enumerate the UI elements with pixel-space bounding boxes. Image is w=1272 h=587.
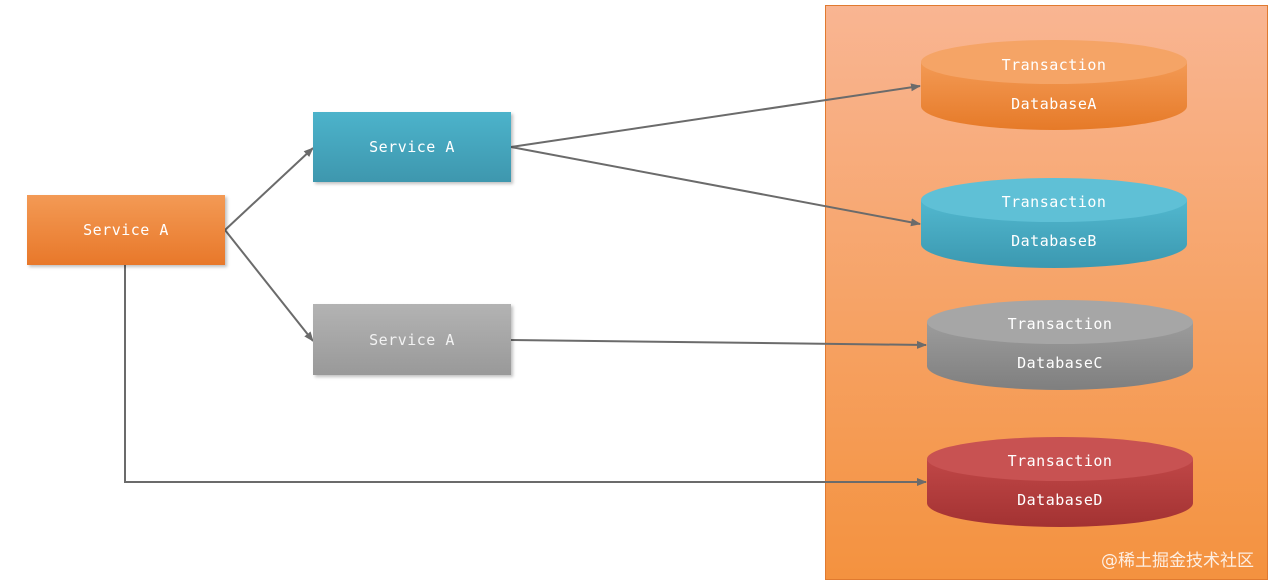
service-root-label: Service A <box>83 221 169 239</box>
database-a-label: Transaction DatabaseA <box>921 46 1187 124</box>
database-a-line2: DatabaseA <box>1011 95 1097 113</box>
database-d-line1: Transaction <box>1007 452 1113 470</box>
arrow-root-to-database-d <box>124 265 927 486</box>
service-root-box: Service A <box>27 195 225 265</box>
service-gray-label: Service A <box>369 330 455 349</box>
database-b-cylinder <box>921 178 1187 268</box>
service-blue-box: Service A <box>313 112 511 182</box>
database-b-line2: DatabaseB <box>1011 232 1097 250</box>
database-a-line1: Transaction <box>1001 56 1107 74</box>
database-c-cylinder <box>927 300 1193 390</box>
service-gray-box: Service A <box>313 304 511 375</box>
database-c-line1: Transaction <box>1007 315 1113 333</box>
database-d-label: Transaction DatabaseD <box>927 442 1193 520</box>
database-b-line1: Transaction <box>1001 193 1107 211</box>
watermark: @稀土掘金技术社区 <box>1101 551 1254 571</box>
arrow-gray-to-database-c <box>510 339 927 349</box>
database-c-label: Transaction DatabaseC <box>927 305 1193 383</box>
arrow-blue-to-database-a <box>510 83 921 148</box>
arrow-root-to-gray <box>224 229 314 342</box>
database-d-cylinder <box>927 437 1193 527</box>
arrow-root-to-blue <box>224 147 314 231</box>
database-b-label: Transaction DatabaseB <box>921 183 1187 261</box>
database-a-cylinder <box>921 40 1187 130</box>
database-c-line2: DatabaseC <box>1017 354 1103 372</box>
arrow-blue-to-database-b <box>510 146 921 227</box>
database-d-line2: DatabaseD <box>1017 491 1103 509</box>
service-blue-label: Service A <box>369 138 455 156</box>
